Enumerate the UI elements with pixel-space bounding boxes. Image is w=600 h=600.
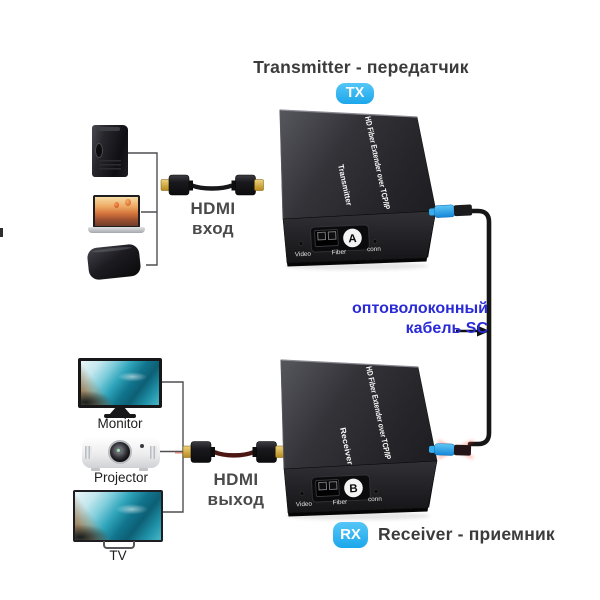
hdmi-output-line1: HDMI — [213, 470, 259, 489]
rx-badge: RX — [333, 522, 368, 548]
projector-sensor — [140, 444, 144, 448]
hdmi-cable-in-icon — [160, 174, 264, 196]
tx-dial-icon — [343, 228, 362, 248]
pc-tower-icon — [92, 125, 128, 177]
transmitter-title: Transmitter - передатчик — [253, 57, 469, 77]
receiver-title: Receiver - приемник — [378, 524, 555, 544]
hdmi-cable-out-icon — [182, 441, 285, 463]
pc-tower-power — [95, 143, 103, 158]
fiber-cable-icon — [428, 204, 492, 460]
transmitter-top-face — [279, 109, 437, 220]
hdmi-input-line2: вход — [191, 218, 235, 238]
monitor-stand — [109, 408, 131, 415]
transmitter-box: A Video Fiber conn HD Fiber Extender ove… — [279, 109, 437, 270]
hdmi-output-label: HDMI выход — [186, 470, 286, 509]
tx-conn-led — [372, 239, 378, 244]
rx-video-led — [299, 491, 305, 496]
media-box-icon — [86, 243, 142, 281]
projector-vent — [85, 446, 92, 459]
rx-port-label-video: Video — [296, 501, 313, 509]
rx-port-label-fiber: Fiber — [333, 499, 349, 507]
fiber-connector-rx-icon — [428, 443, 472, 456]
rx-dial-letter: B — [349, 483, 358, 495]
laptop-base — [88, 227, 145, 233]
edge-artifact — [0, 228, 3, 237]
projector-foot — [91, 468, 100, 471]
fiber-connector-tx-icon — [428, 204, 473, 218]
media-box-rim — [91, 246, 132, 254]
tx-dial-letter: A — [348, 233, 357, 245]
monitor-label: Monitor — [97, 416, 143, 431]
monitor-base — [104, 414, 136, 418]
input-bracket — [128, 152, 158, 266]
receiver-box: B Video Fiber conn HD Fiber Extender ove… — [280, 359, 438, 520]
rx-dial-icon — [344, 478, 363, 498]
tx-port-label-video: Video — [295, 251, 312, 259]
laptop-icon — [93, 195, 140, 228]
sc-arrow-icon — [456, 325, 490, 337]
hdmi-input-label: HDMI вход — [163, 199, 263, 238]
tx-badge: TX — [336, 83, 374, 104]
projector-vent — [150, 446, 157, 459]
output-bracket — [160, 381, 184, 513]
tv-stand — [103, 541, 135, 549]
hdmi-input-line1: HDMI — [190, 199, 236, 218]
projector-icon — [82, 437, 160, 471]
tx-video-led — [298, 241, 304, 246]
rx-conn-led — [373, 489, 379, 494]
fiber-cable-line2: кабель SC — [405, 319, 488, 337]
projector-lens-icon — [108, 440, 132, 464]
balloon-icon — [114, 202, 119, 208]
monitor-icon — [78, 358, 162, 408]
tv-label: TV — [109, 548, 127, 563]
receiver-top-face — [280, 359, 438, 470]
balloon-icon — [125, 199, 131, 206]
rx-port-label-conn: conn — [368, 496, 383, 504]
tx-port-label-conn: conn — [367, 246, 382, 254]
projector-foot — [139, 468, 148, 471]
fiber-cable-line1: оптоволоконный — [352, 300, 488, 317]
fiber-cable-label: оптоволоконный кабель SC — [340, 299, 488, 338]
projector-label: Projector — [93, 470, 149, 485]
tv-icon — [73, 490, 163, 542]
pc-tower-handle — [98, 127, 120, 131]
tx-port-label-fiber: Fiber — [332, 249, 348, 257]
hdmi-output-line2: выход — [207, 489, 265, 509]
pc-tower-vents — [99, 160, 121, 172]
